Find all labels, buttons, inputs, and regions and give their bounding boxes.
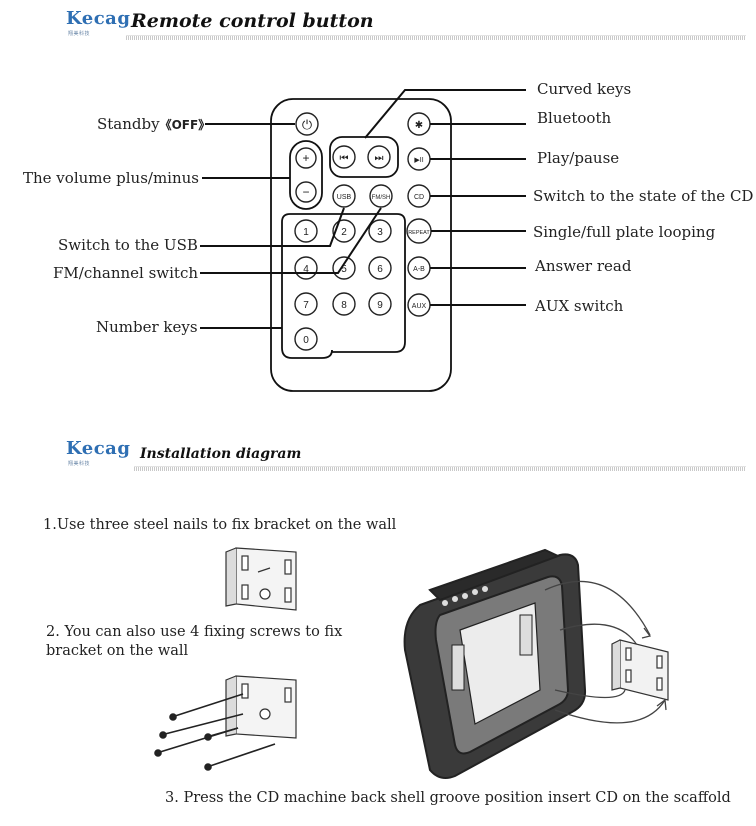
power-button bbox=[295, 112, 319, 136]
fm-button bbox=[369, 184, 393, 208]
digit-9-button bbox=[368, 292, 392, 316]
vol-plus-button bbox=[295, 147, 317, 169]
leader-usb bbox=[200, 207, 345, 247]
label-volume: The volume plus/minus bbox=[23, 169, 199, 187]
install-step-2: 2. You can also use 4 fixing screws to f… bbox=[46, 624, 343, 659]
digit-7-label: 7 bbox=[303, 300, 309, 311]
digit-0-label: 0 bbox=[303, 335, 309, 346]
digit-6-label: 6 bbox=[377, 264, 383, 275]
fm-label: FM/SH bbox=[372, 195, 391, 201]
aux-label: AUX bbox=[412, 303, 427, 310]
digit-8-button bbox=[332, 292, 356, 316]
volume-capsule bbox=[289, 140, 323, 210]
label-fm: FM/channel switch bbox=[53, 264, 199, 282]
digit-0-button bbox=[294, 327, 318, 351]
next-icon: ⏭ bbox=[375, 153, 384, 164]
off-badge: 《OFF》 bbox=[159, 118, 211, 132]
digit-1-button bbox=[294, 219, 318, 243]
brand-tagline-2: 翔美科技 bbox=[68, 461, 91, 467]
vol-minus-label: − bbox=[302, 185, 309, 199]
install-section-title: Installation diagram bbox=[140, 446, 302, 462]
ab-label: A-B bbox=[413, 266, 425, 273]
leader-fm bbox=[200, 207, 382, 274]
digit-8-label: 8 bbox=[341, 300, 347, 311]
section-divider bbox=[126, 35, 746, 40]
bracket-screws bbox=[225, 675, 297, 739]
brand-tagline: 翔美科技 bbox=[68, 31, 91, 37]
repeat-label: REPEAT bbox=[408, 230, 430, 236]
digit-7-button bbox=[294, 292, 318, 316]
usb-button bbox=[332, 184, 356, 208]
section-divider-2 bbox=[134, 466, 746, 471]
remote-diagram: ⏻ ✱ ⏮ ⏭ ▶II + − USB FM/SH CD REPEAT A-B … bbox=[200, 89, 526, 392]
wall-bracket bbox=[611, 639, 669, 701]
label-number-keys: Number keys bbox=[96, 318, 198, 336]
mount-arrows bbox=[544, 580, 667, 724]
label-standby: Standby《OFF》 bbox=[97, 115, 211, 133]
digit-9-label: 9 bbox=[377, 300, 383, 311]
label-answer-read: Answer read bbox=[535, 257, 632, 275]
label-looping: Single/full plate looping bbox=[533, 223, 716, 241]
curved-keys-group bbox=[329, 136, 399, 178]
leader-curved-keys bbox=[364, 89, 526, 139]
label-aux: AUX switch bbox=[535, 297, 624, 315]
cd-label: CD bbox=[414, 194, 424, 201]
prev-icon: ⏮ bbox=[340, 153, 349, 164]
install-step-1: 1.Use three steel nails to fix bracket o… bbox=[43, 517, 397, 533]
digit-6-button bbox=[368, 256, 392, 280]
digit-2-label: 2 bbox=[341, 227, 347, 238]
vol-minus-button bbox=[295, 181, 317, 203]
brand-logo: Kecag bbox=[66, 8, 131, 29]
prev-button bbox=[332, 145, 356, 169]
install-step-3: 3. Press the CD machine back shell groov… bbox=[165, 790, 731, 806]
label-usb: Switch to the USB bbox=[58, 236, 198, 254]
brand-logo-2: Kecag bbox=[66, 438, 131, 459]
usb-label: USB bbox=[337, 194, 352, 201]
digit-3-label: 3 bbox=[377, 227, 383, 238]
label-bluetooth: Bluetooth bbox=[537, 109, 612, 127]
power-icon: ⏻ bbox=[302, 117, 312, 132]
label-curved-keys: Curved keys bbox=[537, 80, 632, 98]
play-pause-icon: ▶II bbox=[414, 157, 423, 164]
digit-1-label: 1 bbox=[303, 227, 309, 238]
label-play-pause: Play/pause bbox=[537, 149, 620, 167]
remote-section-title: Remote control button bbox=[131, 10, 374, 32]
digit-3-button bbox=[368, 219, 392, 243]
screws bbox=[154, 693, 276, 771]
vol-plus-label: + bbox=[302, 151, 309, 165]
digit-4-label: 4 bbox=[303, 264, 309, 275]
next-button bbox=[367, 145, 391, 169]
cd-machine bbox=[403, 548, 587, 779]
label-cd: Switch to the state of the CD bbox=[533, 187, 754, 205]
bracket-nails bbox=[225, 547, 297, 611]
number-keys-group bbox=[281, 213, 406, 359]
bluetooth-icon: ✱ bbox=[415, 120, 423, 131]
installation-diagram bbox=[154, 547, 669, 779]
digit-5-label: 5 bbox=[341, 264, 347, 275]
